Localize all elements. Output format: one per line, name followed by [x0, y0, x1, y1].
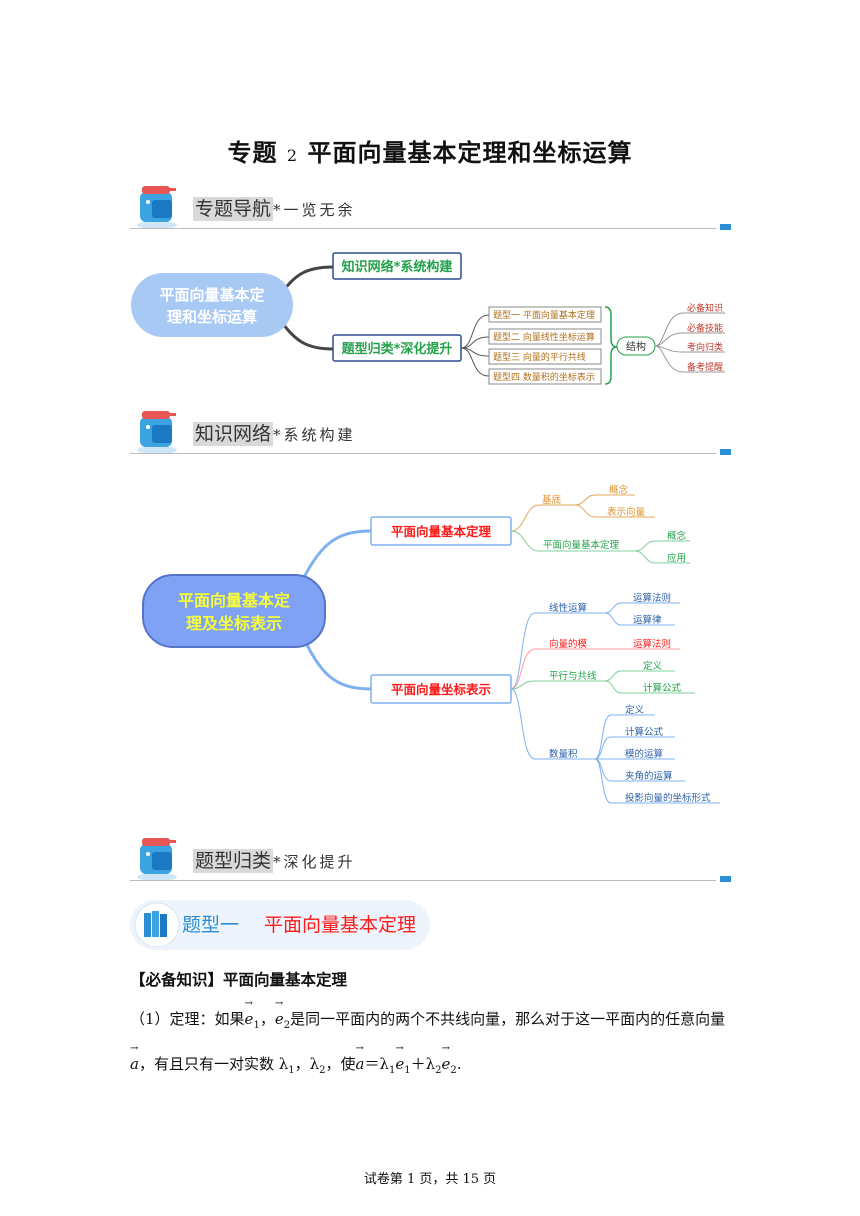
svg-text:向量的模: 向量的模: [549, 638, 588, 650]
svg-text:题型一 平面向量基本定理: 题型一 平面向量基本定理: [493, 309, 595, 321]
books-icon: [144, 911, 167, 937]
svg-text:运算法则: 运算法则: [633, 592, 671, 604]
svg-text:概念: 概念: [667, 530, 687, 542]
section-header-knowledge: 知识网络*系统构建: [130, 407, 731, 457]
svg-text:定义: 定义: [643, 660, 663, 672]
svg-text:平面向量基本定理: 平面向量基本定理: [543, 539, 620, 551]
knowledge-mind-map: 平面向量基本定 理及坐标表示 平面向量基本定理 平面向量坐标表示 基底 概念 表…: [142, 484, 720, 804]
ninja-mascot-icon: [137, 838, 177, 881]
svg-text:题型三 向量的平行共线: 题型三 向量的平行共线: [493, 351, 586, 363]
map1-root-line1: 平面向量基本定: [159, 286, 264, 304]
svg-text:平行与共线: 平行与共线: [549, 670, 597, 682]
ninja-mascot-icon: [137, 186, 177, 229]
svg-text:题型四 数量积的坐标表示: 题型四 数量积的坐标表示: [493, 371, 595, 383]
map1-root-line2: 理和坐标运算: [167, 308, 257, 326]
svg-text:平面向量基本定: 平面向量基本定: [178, 591, 290, 610]
svg-text:表示向量: 表示向量: [607, 506, 646, 518]
definition-line-1: （1）定理：如果e1，e2是同一平面内的两个不共线向量，那么对于这一平面内的任意…: [130, 996, 740, 1033]
svg-text:基底: 基底: [542, 494, 562, 506]
svg-text:考向归类: 考向归类: [687, 341, 723, 353]
svg-text:计算公式: 计算公式: [643, 682, 682, 694]
svg-text:运算法则: 运算法则: [633, 638, 671, 650]
svg-text:平面向量坐标表示: 平面向量坐标表示: [391, 682, 492, 697]
svg-text:定义: 定义: [625, 704, 645, 716]
svg-text:概念: 概念: [609, 484, 629, 496]
svg-text:平面向量基本定理: 平面向量基本定理: [391, 524, 492, 539]
svg-text:理及坐标表示: 理及坐标表示: [186, 614, 282, 633]
svg-text:应用: 应用: [667, 552, 686, 564]
svg-text:知识网络*系统构建: 知识网络*系统构建: [342, 259, 453, 275]
map2-root: [142, 574, 326, 648]
section-heading: 【必备知识】平面向量基本定理: [130, 970, 348, 989]
type-one-banner: 题型一 平面向量基本定理: [130, 900, 430, 950]
svg-text:平面向量基本定理: 平面向量基本定理: [264, 914, 416, 936]
svg-text:运算律: 运算律: [633, 614, 662, 626]
svg-text:数量积: 数量积: [549, 748, 578, 760]
svg-text:备考提醒: 备考提醒: [687, 361, 723, 373]
page-title: 专题 2 平面向量基本定理和坐标运算: [227, 138, 633, 167]
svg-text:模的运算: 模的运算: [625, 748, 663, 760]
map1-branch-knowledge: [332, 252, 462, 280]
svg-text:必备知识: 必备知识: [687, 302, 723, 314]
svg-text:夹角的运算: 夹角的运算: [625, 770, 673, 782]
section-header-navigation: 专题导航*一览无余: [130, 182, 731, 232]
ninja-mascot-icon: [137, 411, 177, 454]
svg-text:计算公式: 计算公式: [625, 726, 664, 738]
definition-line-2: a，有且只有一对实数 λ1，λ2，使a＝λ1e1＋λ2e2.: [130, 1041, 740, 1078]
svg-text:结构: 结构: [626, 340, 646, 353]
map1-root: [131, 273, 293, 337]
overview-mind-map: 平面向量基本定 理和坐标运算 知识网络*系统构建 题型归类*深化提升 题型一 平…: [131, 252, 725, 385]
svg-text:线性运算: 线性运算: [549, 602, 587, 614]
svg-text:题型二 向量线性坐标运算: 题型二 向量线性坐标运算: [493, 331, 595, 343]
page-footer: 试卷第 1 页，共 15 页: [363, 1172, 497, 1187]
svg-text:题型一: 题型一: [182, 914, 239, 936]
section-header-question-types: 题型归类*深化提升: [130, 834, 731, 884]
svg-text:题型归类*深化提升: 题型归类*深化提升: [342, 341, 453, 357]
svg-text:投影向量的坐标形式: 投影向量的坐标形式: [625, 792, 711, 804]
svg-text:必备技能: 必备技能: [687, 322, 723, 334]
